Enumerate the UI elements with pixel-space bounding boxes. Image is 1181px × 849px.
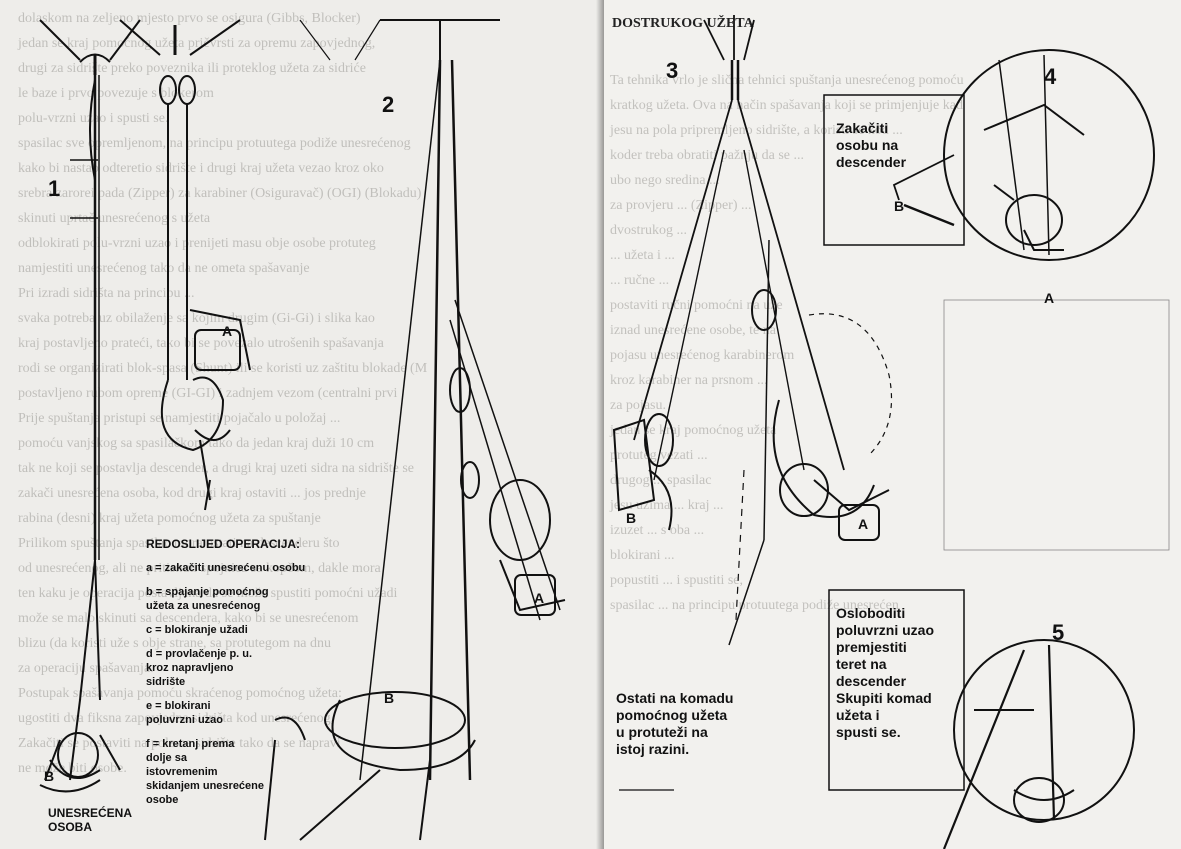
figure-4-letter-b: B	[894, 198, 904, 215]
legend-item: e = blokirani poluvrzni uzao	[146, 699, 316, 727]
figure-5-number: 5	[1052, 620, 1064, 646]
left-page: dolaskom na zeljeno mjesto prvo se osigu…	[0, 0, 604, 849]
operations-legend: REDOSLIJED OPERACIJA: a = zakačiti unesr…	[146, 537, 316, 817]
figure-1-letter-b: B	[44, 768, 54, 785]
figure-2-letter-a: A	[222, 323, 232, 340]
legend-title: REDOSLIJED OPERACIJA:	[146, 537, 316, 551]
figure-4-number: 4	[1044, 64, 1056, 90]
figure-5-box-text: Osloboditi poluvrzni uzao premjestiti te…	[836, 605, 934, 741]
figure-3-number: 3	[666, 58, 678, 84]
figure-2-letter-a-right: A	[534, 590, 544, 607]
figure-2-letter-b: B	[384, 690, 394, 707]
legend-item: d = provlačenje p. u. kroz napravljeno s…	[146, 647, 316, 689]
figure-2-number: 2	[382, 92, 394, 118]
figure-3-letter-b: B	[626, 510, 636, 527]
legend-item: f = kretanj prema dolje sa istovremenim …	[146, 737, 316, 807]
figure-4-box-text: Zakačiti osobu na descender	[836, 120, 906, 171]
figure-4-letter-a: A	[1044, 290, 1054, 307]
figure-3-caption: Ostati na komadu pomoćnog užeta u protut…	[616, 690, 733, 758]
legend-item: c = blokiranje užadi	[146, 623, 316, 637]
legend-item: b = spajanje pomoćnog užeta za unesrećen…	[146, 585, 316, 613]
casualty-label: UNESREĆENA OSOBA	[48, 806, 132, 834]
figure-1-number: 1	[48, 176, 60, 202]
right-page: Ta tehnika vrlo je slična tehnici spušta…	[604, 0, 1181, 849]
figure-3-letter-a: A	[858, 516, 868, 533]
legend-item: a = zakačiti unesrećenu osobu	[146, 561, 316, 575]
